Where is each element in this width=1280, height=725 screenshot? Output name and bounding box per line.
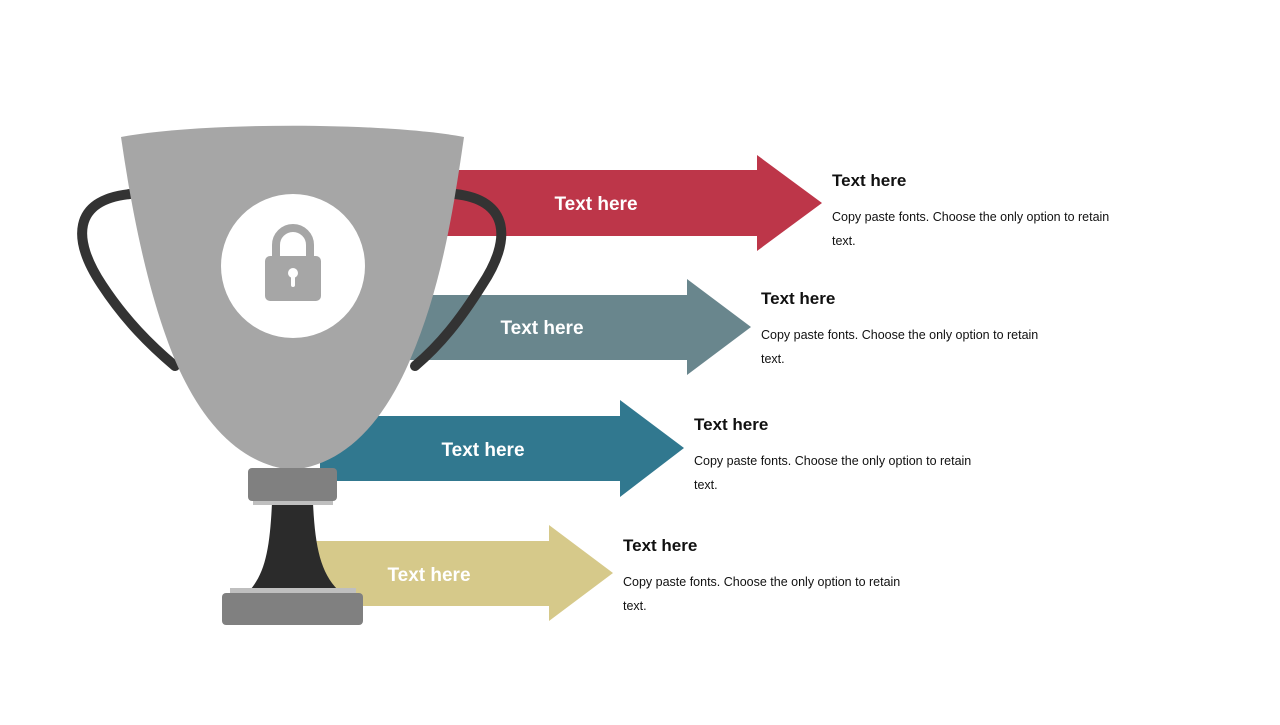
step-3-description: Copy paste fonts. Choose the only option… (694, 454, 972, 492)
lock-keyhole (288, 268, 298, 278)
arrow-1-shape (420, 155, 822, 251)
step-2-title: Text here (761, 289, 836, 308)
trophy (77, 125, 507, 625)
step-3-title: Text here (694, 415, 769, 434)
step-1-description-block: Text here Copy paste fonts. Choose the o… (832, 171, 1132, 253)
arrow-4-label: Text here (387, 565, 470, 586)
step-2-description-block: Text here Copy paste fonts. Choose the o… (761, 289, 1061, 371)
step-1-title: Text here (832, 171, 907, 190)
trophy-stem (250, 503, 338, 590)
trophy-base (222, 593, 363, 625)
arrow-3-shape (320, 400, 684, 497)
lock-icon (265, 224, 321, 301)
arrow-2-shape (390, 279, 751, 375)
lock-keyhole-slot (291, 275, 295, 287)
arrow-2: Text here (390, 279, 751, 375)
arrow-4: Text here (300, 525, 613, 621)
trophy-right-handle (410, 189, 507, 371)
step-2-description: Copy paste fonts. Choose the only option… (761, 328, 1039, 366)
step-4-title: Text here (623, 536, 698, 555)
trophy-collar-shadow (253, 501, 333, 505)
arrow-2-label: Text here (500, 318, 583, 339)
arrow-3-label: Text here (441, 440, 524, 461)
trophy-left-handle (77, 189, 180, 371)
trophy-base-top (230, 588, 356, 594)
arrow-4-shape (300, 525, 613, 621)
step-4-description: Copy paste fonts. Choose the only option… (623, 575, 901, 613)
step-1-description: Copy paste fonts. Choose the only option… (832, 210, 1110, 248)
step-3-description-block: Text here Copy paste fonts. Choose the o… (694, 415, 994, 497)
arrow-1-label: Text here (554, 194, 637, 215)
lock-shackle (272, 224, 314, 258)
arrow-1: Text here (420, 155, 822, 251)
step-4-description-block: Text here Copy paste fonts. Choose the o… (623, 536, 923, 618)
trophy-collar (248, 468, 337, 501)
arrow-3: Text here (320, 400, 684, 497)
